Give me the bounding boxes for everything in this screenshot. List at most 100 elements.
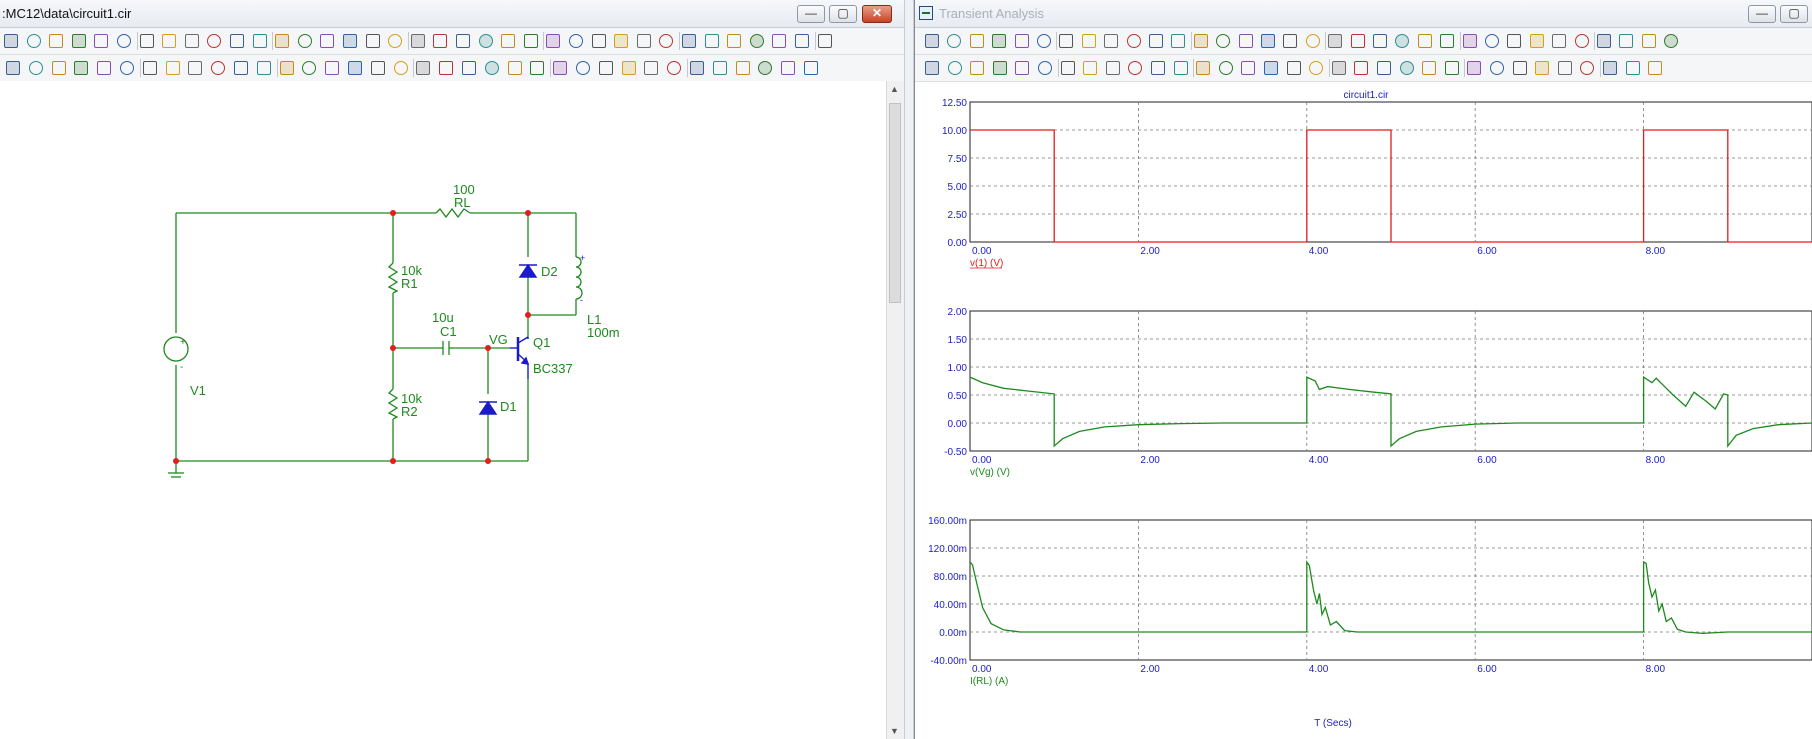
check-icon[interactable] [1264, 61, 1278, 75]
table-icon[interactable] [1151, 61, 1165, 75]
probe-icon[interactable] [1399, 61, 1414, 75]
pin-icon[interactable] [1171, 34, 1186, 48]
check-icon[interactable] [343, 34, 357, 48]
shape-icon[interactable] [139, 34, 154, 48]
analysis-titlebar[interactable]: Transient Analysis — ▢ [915, 0, 1812, 28]
zoom-icon[interactable] [456, 34, 470, 48]
table-icon[interactable] [1149, 34, 1163, 48]
plus-icon[interactable] [1512, 61, 1527, 75]
hand-icon[interactable] [925, 34, 939, 48]
text-icon[interactable] [1603, 61, 1617, 75]
list-icon[interactable] [1331, 61, 1346, 75]
scope-icon[interactable] [388, 34, 403, 48]
save-icon[interactable] [1529, 34, 1544, 48]
schematic-window[interactable]: :MC12\data\circuit1.cir — ▢ ✕ [0, 0, 905, 739]
hand-icon[interactable] [1552, 34, 1567, 48]
text-icon[interactable] [51, 61, 66, 75]
line-icon[interactable] [71, 34, 86, 48]
zoom-icon[interactable] [462, 61, 476, 75]
line-icon[interactable] [1619, 34, 1634, 48]
transient-analysis-window[interactable]: Transient Analysis — ▢ circuit1.cir T (S… [914, 0, 1812, 739]
arrow-icon[interactable] [1444, 61, 1459, 75]
check-icon[interactable] [1261, 34, 1275, 48]
minimize-button[interactable]: — [797, 5, 825, 23]
hand-icon[interactable] [636, 34, 651, 48]
dropdown-icon[interactable] [1083, 61, 1098, 75]
close-button[interactable]: ✕ [862, 5, 892, 23]
marker-icon[interactable] [501, 34, 516, 48]
pin-icon[interactable] [256, 61, 271, 75]
component-icon[interactable] [758, 61, 773, 75]
wire-icon[interactable] [947, 34, 962, 48]
component-icon[interactable] [749, 34, 764, 48]
table-icon[interactable] [230, 34, 244, 48]
node-icon[interactable] [188, 61, 203, 75]
probe-icon[interactable] [484, 61, 499, 75]
save-icon[interactable] [614, 34, 629, 48]
filter-icon[interactable] [439, 61, 454, 75]
grid-icon[interactable] [1241, 61, 1256, 75]
window-splitter[interactable] [904, 0, 914, 739]
schematic-titlebar[interactable]: :MC12\data\circuit1.cir — ▢ ✕ [0, 0, 904, 28]
warning-icon[interactable] [553, 61, 568, 75]
list-icon[interactable] [416, 61, 431, 75]
cursor-icon[interactable] [576, 61, 590, 75]
chart-icon[interactable] [370, 61, 385, 75]
wire-icon[interactable] [659, 34, 674, 48]
scope-icon[interactable] [393, 61, 408, 75]
pen-icon[interactable] [735, 61, 750, 75]
info-icon[interactable] [1193, 34, 1208, 48]
settings-icon[interactable] [302, 61, 317, 75]
marker-icon[interactable] [1422, 61, 1437, 75]
scroll-down-arrow-icon[interactable]: ▼ [890, 726, 899, 736]
cursor-icon[interactable] [1485, 34, 1499, 48]
hand-icon[interactable] [644, 61, 659, 75]
zoom-icon[interactable] [1373, 34, 1387, 48]
pin-icon[interactable] [252, 34, 267, 48]
settings-icon[interactable] [1216, 34, 1231, 48]
scroll-up-arrow-icon[interactable]: ▲ [890, 84, 899, 94]
text-icon[interactable] [682, 34, 696, 48]
window-icon[interactable] [1128, 61, 1143, 75]
window-icon[interactable] [207, 34, 222, 48]
arrow-icon[interactable] [523, 34, 538, 48]
text-icon[interactable] [970, 61, 985, 75]
warning-icon[interactable] [1462, 34, 1477, 48]
schematic-vertical-scrollbar[interactable]: ▲ ▼ [886, 81, 904, 739]
list-icon[interactable] [410, 34, 425, 48]
text-icon[interactable] [969, 34, 984, 48]
hand-icon[interactable] [1557, 61, 1572, 75]
maximize-button[interactable]: ▢ [829, 5, 857, 23]
probe-icon[interactable] [478, 34, 493, 48]
line-icon[interactable] [992, 34, 1007, 48]
plus-icon[interactable] [591, 34, 606, 48]
cursor-icon[interactable] [569, 34, 583, 48]
info-icon[interactable] [1196, 61, 1211, 75]
pen-icon[interactable] [1648, 61, 1663, 75]
shape-icon[interactable] [1059, 34, 1074, 48]
warning-icon[interactable] [546, 34, 561, 48]
line-icon[interactable] [1625, 61, 1640, 75]
probe-icon[interactable] [1395, 34, 1410, 48]
pen-icon[interactable] [94, 34, 109, 48]
pen-icon[interactable] [1015, 61, 1030, 75]
shape-icon[interactable] [781, 61, 796, 75]
dropdown-icon[interactable] [162, 34, 177, 48]
plus-icon[interactable] [598, 61, 613, 75]
dropdown-icon[interactable] [795, 34, 809, 48]
info-icon[interactable] [279, 61, 294, 75]
shape-icon[interactable] [1060, 61, 1075, 75]
component-icon[interactable] [117, 34, 131, 48]
component-icon[interactable] [1664, 34, 1679, 48]
node-icon[interactable] [1104, 34, 1119, 48]
wire-icon[interactable] [1580, 61, 1595, 75]
component-icon[interactable] [1038, 61, 1052, 75]
line-icon[interactable] [704, 34, 719, 48]
zoom-icon[interactable] [1377, 61, 1391, 75]
chart-icon[interactable] [1286, 61, 1301, 75]
wire-icon[interactable] [667, 61, 682, 75]
hand-icon[interactable] [6, 61, 20, 75]
text-icon[interactable] [49, 34, 64, 48]
filter-icon[interactable] [433, 34, 448, 48]
